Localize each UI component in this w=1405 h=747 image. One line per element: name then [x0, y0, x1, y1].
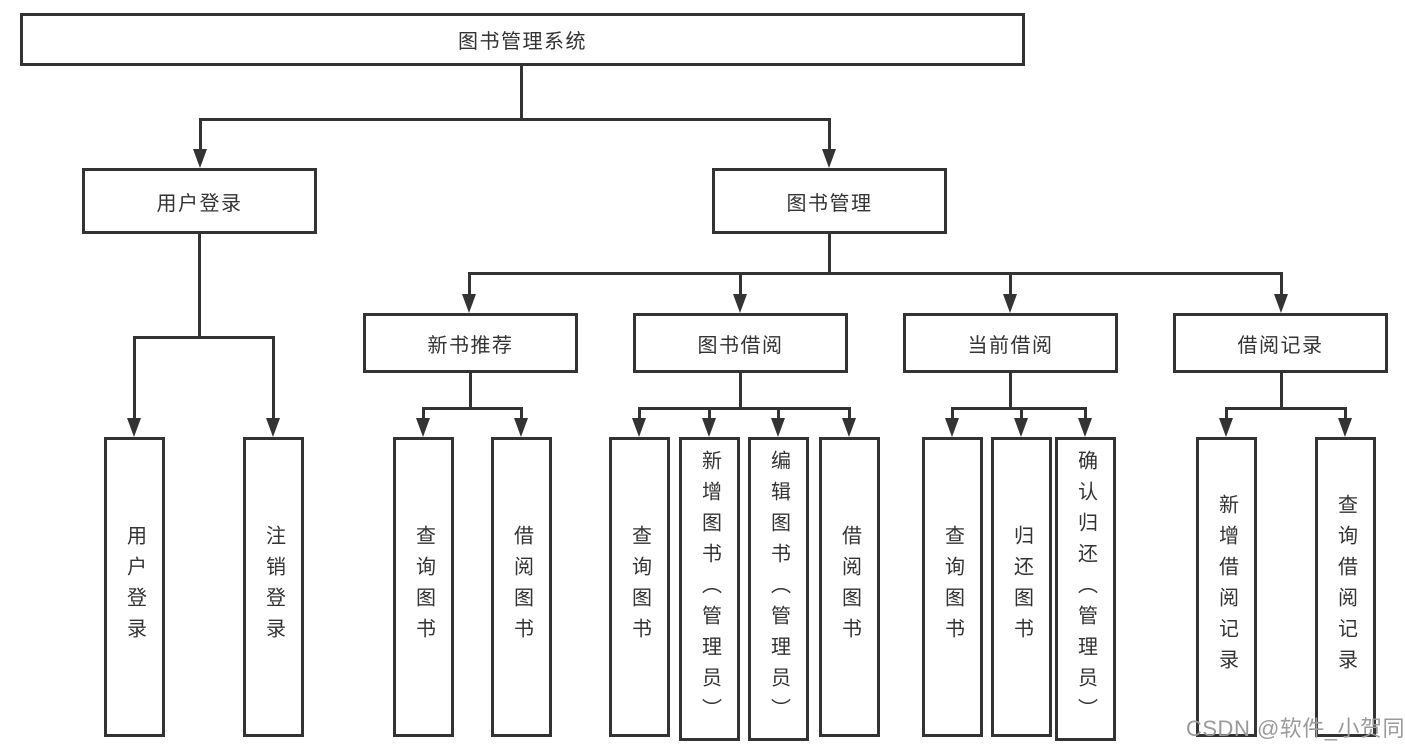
arrowhead-edit-books [771, 418, 785, 437]
connector-book-borrow-rail [638, 407, 850, 410]
arrowhead-book-mgmt [822, 149, 836, 168]
node-book-mgmt: 图书管理 [712, 168, 947, 234]
watermark: CSDN @软件_小贺同学 [1186, 716, 1405, 741]
node-leaf-query-books-3-label: 查询图书 [941, 525, 964, 649]
connector-drop-current-borrow [1009, 272, 1012, 296]
connector-drop-add-borrow-record [1225, 407, 1228, 421]
connector-current-borrow-rail [951, 407, 1086, 410]
node-leaf-borrow-books-2-label: 借阅图书 [838, 525, 861, 649]
connector-drop-query-borrow-record [1344, 407, 1347, 421]
arrowhead-current-borrow [1003, 294, 1017, 313]
connector-root-stem [520, 66, 523, 119]
arrowhead-query-books-1 [416, 418, 430, 437]
node-leaf-edit-books-admin: 编辑图书（管理员） [748, 437, 809, 741]
connector-book-mgmt-stem [828, 234, 831, 274]
arrowhead-user-login [193, 149, 207, 168]
node-leaf-query-borrow-record-label: 查询借阅记录 [1334, 494, 1357, 680]
connector-new-book-rec-rail [422, 407, 523, 410]
node-root: 图书管理系统 [20, 13, 1025, 66]
node-leaf-add-borrow-record: 新增借阅记录 [1196, 437, 1257, 737]
connector-user-login-rail [133, 336, 275, 339]
arrowhead-leaf-user-login [127, 418, 141, 437]
connector-drop-borrow-books-1 [520, 407, 523, 421]
node-leaf-query-borrow-record: 查询借阅记录 [1315, 437, 1376, 737]
arrowhead-return-books [1014, 418, 1028, 437]
arrowhead-query-books-2 [632, 418, 646, 437]
connector-drop-book-mgmt [828, 118, 831, 150]
connector-book-borrow-stem [739, 373, 742, 409]
connector-drop-borrow-books-2 [848, 407, 851, 421]
node-user-login-label: 用户登录 [156, 192, 243, 215]
node-leaf-query-books-2-label: 查询图书 [628, 525, 651, 649]
connector-drop-query-books-1 [422, 407, 425, 421]
node-book-borrow: 图书借阅 [633, 313, 848, 373]
connector-level3-rail [468, 272, 1282, 275]
arrowhead-query-books-3 [945, 418, 959, 437]
connector-drop-confirm-return [1084, 407, 1087, 421]
node-leaf-borrow-books-1-label: 借阅图书 [510, 525, 533, 649]
arrowhead-confirm-return [1078, 418, 1092, 437]
arrowhead-new-book-rec [462, 294, 476, 313]
arrowhead-add-books [702, 418, 716, 437]
node-new-book-rec-label: 新书推荐 [427, 334, 514, 357]
node-current-borrow-label: 当前借阅 [967, 334, 1054, 357]
node-leaf-logout-label: 注销登录 [262, 525, 285, 649]
node-borrow-records: 借阅记录 [1173, 313, 1388, 373]
node-leaf-return-books-label: 归还图书 [1010, 525, 1033, 649]
node-borrow-records-label: 借阅记录 [1237, 334, 1324, 357]
connector-drop-edit-books [777, 407, 780, 421]
connector-current-borrow-stem [1009, 373, 1012, 409]
node-current-borrow: 当前借阅 [903, 313, 1118, 373]
connector-drop-add-books [708, 407, 711, 421]
node-leaf-query-books-2: 查询图书 [609, 437, 670, 737]
node-leaf-add-borrow-record-label: 新增借阅记录 [1215, 494, 1238, 680]
arrowhead-leaf-logout [266, 418, 280, 437]
node-leaf-logout: 注销登录 [243, 437, 304, 737]
node-leaf-add-books-admin-label: 新增图书（管理员） [698, 449, 721, 729]
connector-drop-query-books-2 [638, 407, 641, 421]
arrowhead-book-borrow [733, 294, 747, 313]
arrowhead-borrow-books-1 [514, 418, 528, 437]
connector-drop-user-login [199, 118, 202, 150]
node-leaf-add-books-admin: 新增图书（管理员） [679, 437, 740, 741]
node-leaf-return-books: 归还图书 [991, 437, 1052, 737]
node-leaf-confirm-return-admin-label: 确认归还（管理员） [1074, 449, 1097, 729]
node-leaf-user-login: 用户登录 [104, 437, 165, 737]
arrowhead-borrow-records [1274, 294, 1288, 313]
node-leaf-user-login-label: 用户登录 [123, 525, 146, 649]
node-leaf-query-books-3: 查询图书 [922, 437, 983, 737]
connector-drop-borrow-records [1280, 272, 1283, 296]
connector-drop-leaf-logout [272, 336, 275, 420]
arrowhead-add-borrow-record [1219, 418, 1233, 437]
node-leaf-borrow-books-2: 借阅图书 [819, 437, 880, 737]
connector-drop-leaf-user-login [133, 336, 136, 420]
connector-level2-rail [199, 118, 831, 121]
connector-drop-return-books [1020, 407, 1023, 421]
arrowhead-query-borrow-record [1338, 418, 1352, 437]
node-user-login: 用户登录 [82, 168, 317, 234]
node-book-mgmt-label: 图书管理 [786, 192, 873, 215]
node-leaf-query-books-1: 查询图书 [393, 437, 454, 737]
connector-new-book-rec-stem [469, 373, 472, 409]
connector-drop-query-books-3 [951, 407, 954, 421]
node-new-book-rec: 新书推荐 [363, 313, 578, 373]
arrowhead-borrow-books-2 [842, 418, 856, 437]
connector-borrow-records-stem [1280, 373, 1283, 409]
node-book-borrow-label: 图书借阅 [697, 334, 784, 357]
node-leaf-edit-books-admin-label: 编辑图书（管理员） [767, 449, 790, 729]
node-leaf-borrow-books-1: 借阅图书 [491, 437, 552, 737]
node-root-label: 图书管理系统 [458, 31, 587, 53]
node-leaf-confirm-return-admin: 确认归还（管理员） [1055, 437, 1116, 741]
connector-drop-book-borrow [739, 272, 742, 296]
connector-borrow-records-rail [1225, 407, 1346, 410]
connector-user-login-stem [198, 234, 201, 337]
connector-drop-new-book-rec [468, 272, 471, 296]
node-leaf-query-books-1-label: 查询图书 [412, 525, 435, 649]
